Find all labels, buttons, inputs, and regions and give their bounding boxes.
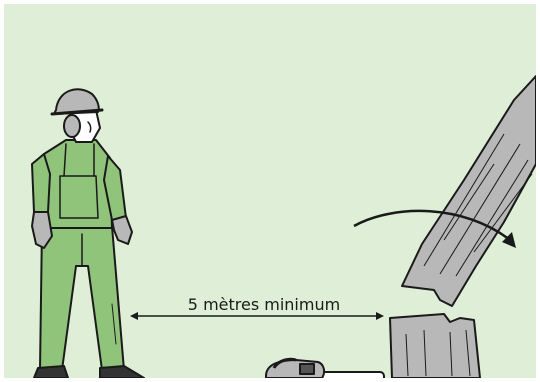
worker-arm-left (32, 154, 50, 212)
ear-defender-icon (64, 115, 80, 137)
worker-glove-right (112, 216, 132, 244)
scene-drawing (4, 4, 536, 378)
worker-torso (42, 140, 112, 228)
distance-label: 5 mètres minimum (164, 295, 364, 314)
worker-boot-right (100, 366, 144, 378)
illustration-panel: 5 mètres minimum (4, 4, 536, 378)
worker-boot-left (34, 366, 68, 378)
falling-tree-trunk (402, 76, 536, 306)
chainsaw-icon (266, 359, 384, 378)
tree-stump (390, 314, 480, 378)
worker-figure (32, 89, 144, 378)
